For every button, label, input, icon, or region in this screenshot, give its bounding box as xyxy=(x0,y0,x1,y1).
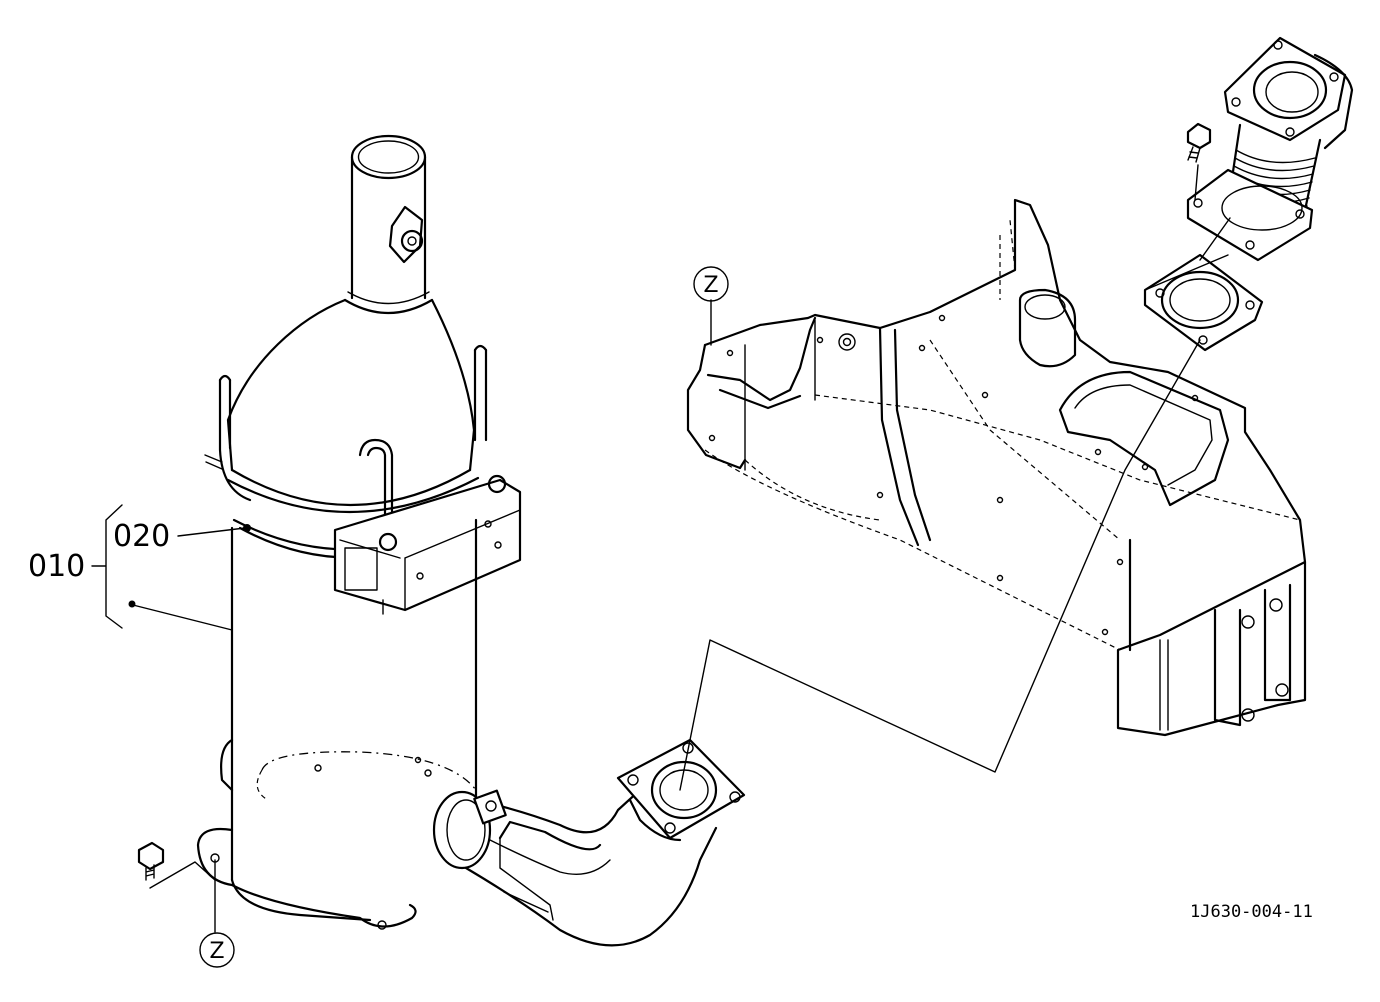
flexible-exhaust-pipe xyxy=(1143,36,1354,352)
label-010: 010 xyxy=(28,549,85,584)
dpf-muffler-assembly xyxy=(137,134,746,947)
reference-z-right: Z xyxy=(693,266,729,302)
mounting-bracket xyxy=(333,474,522,615)
inlet-elbow-pipe xyxy=(432,738,746,947)
outlet-pipe xyxy=(343,134,434,315)
label-z-left: Z xyxy=(209,939,224,964)
callout-020: 020 xyxy=(113,519,170,554)
clamp-rods xyxy=(204,344,488,517)
cone-cover xyxy=(226,298,476,506)
frame-holes xyxy=(708,314,1199,636)
reference-z-left: Z xyxy=(199,932,235,968)
figure-code: 1J630-004-11 xyxy=(1190,902,1313,922)
frame-housing xyxy=(686,198,1307,737)
main-body xyxy=(196,518,478,930)
label-z-right: Z xyxy=(703,273,718,298)
leader-lines xyxy=(128,217,1231,933)
callout-010: 010 xyxy=(28,504,123,629)
bolt-left xyxy=(137,841,216,889)
label-020: 020 xyxy=(113,519,170,554)
